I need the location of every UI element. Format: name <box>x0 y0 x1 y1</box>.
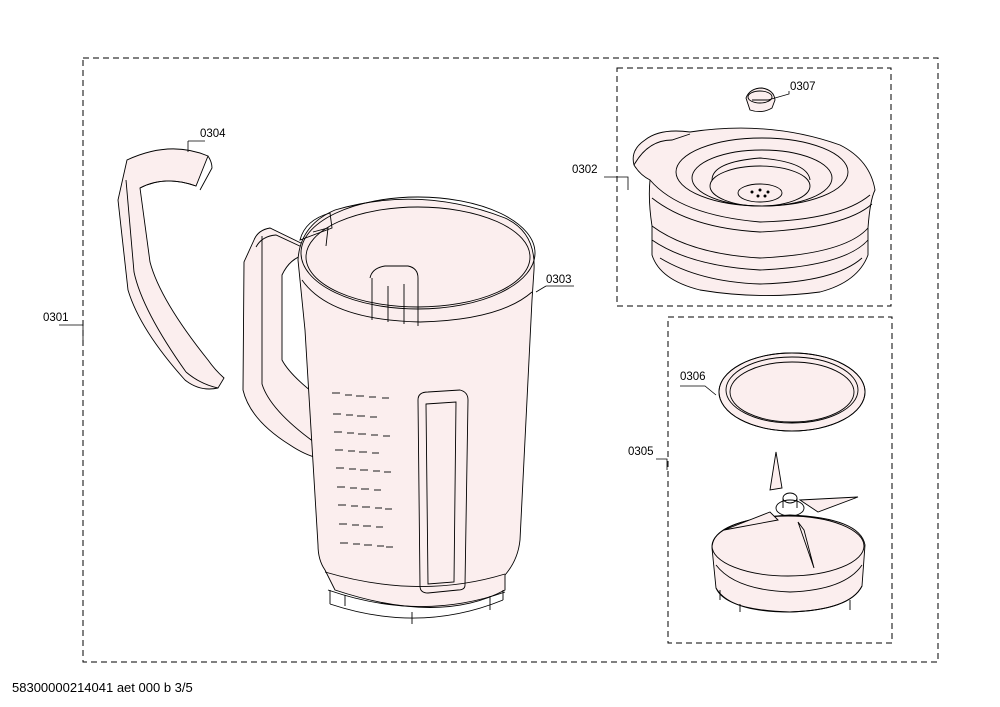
callout-0307: 0307 <box>790 81 816 93</box>
lid-cap-part[interactable] <box>745 87 776 113</box>
assembly-box-0301 <box>82 57 939 663</box>
handle-cover-part[interactable] <box>117 148 225 390</box>
assembly-box-0302 <box>616 67 892 307</box>
seal-ring-part[interactable] <box>718 352 866 432</box>
jug-part[interactable] <box>242 196 536 624</box>
leader-lines <box>59 91 790 470</box>
blade-assembly-part[interactable] <box>711 451 866 613</box>
callout-0305: 0305 <box>628 446 654 458</box>
lid-part[interactable] <box>632 127 876 297</box>
callout-0301: 0301 <box>43 312 69 324</box>
callout-0302: 0302 <box>572 164 598 176</box>
document-id: 58300000214041 aet 000 b 3/5 <box>12 680 193 695</box>
callout-0303: 0303 <box>546 274 572 286</box>
assembly-box-0305 <box>667 316 893 644</box>
callout-0304: 0304 <box>200 128 226 140</box>
callout-0306: 0306 <box>680 371 706 383</box>
